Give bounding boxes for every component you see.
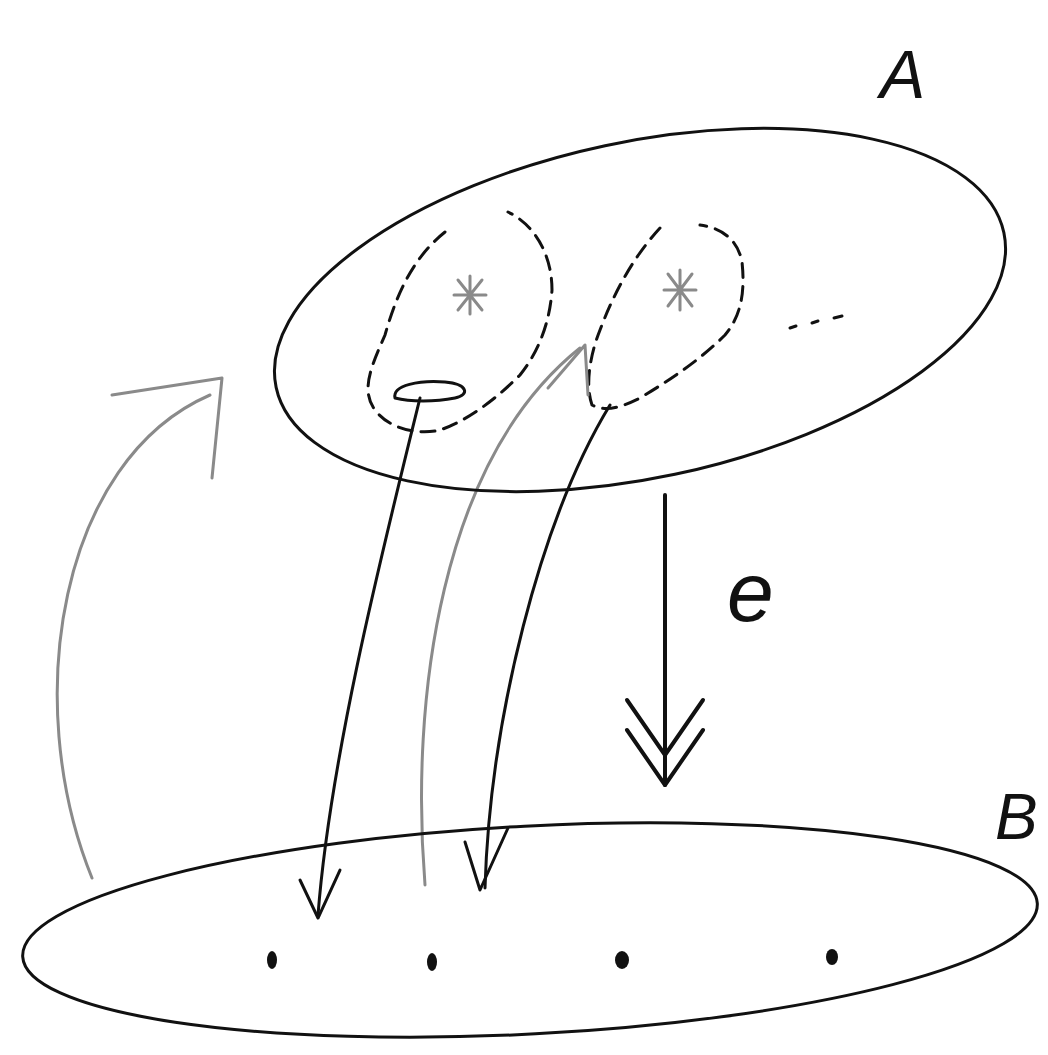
set-label: A (880, 40, 925, 108)
arrow-shaft (663, 495, 667, 785)
set-label: B (995, 785, 1038, 849)
set-ellipse (241, 68, 1039, 551)
arrowhead (627, 730, 703, 785)
fiber-outline (368, 212, 552, 432)
section-arrow (422, 348, 580, 885)
section-arrow (57, 395, 210, 878)
ellipsis-dots (790, 316, 842, 328)
map-arrow (627, 495, 703, 785)
set-region: A (255, 40, 1030, 500)
set-outline (255, 40, 1030, 500)
fiber-loop (395, 382, 465, 401)
arrowhead (300, 870, 340, 918)
point-asterisk (454, 270, 696, 314)
set-outline (10, 785, 1040, 1047)
arrowhead (112, 378, 222, 478)
arrowhead (627, 700, 703, 755)
map-label: e (727, 550, 774, 634)
fiber-map-arrow (318, 398, 420, 915)
set-region: B (10, 785, 1040, 1047)
fiber-map-arrow (485, 405, 610, 888)
set-ellipse (17, 800, 1042, 1055)
base-points (267, 949, 838, 971)
arrowhead (548, 345, 588, 395)
fiber-outline (589, 225, 743, 409)
arrowhead (465, 828, 508, 890)
